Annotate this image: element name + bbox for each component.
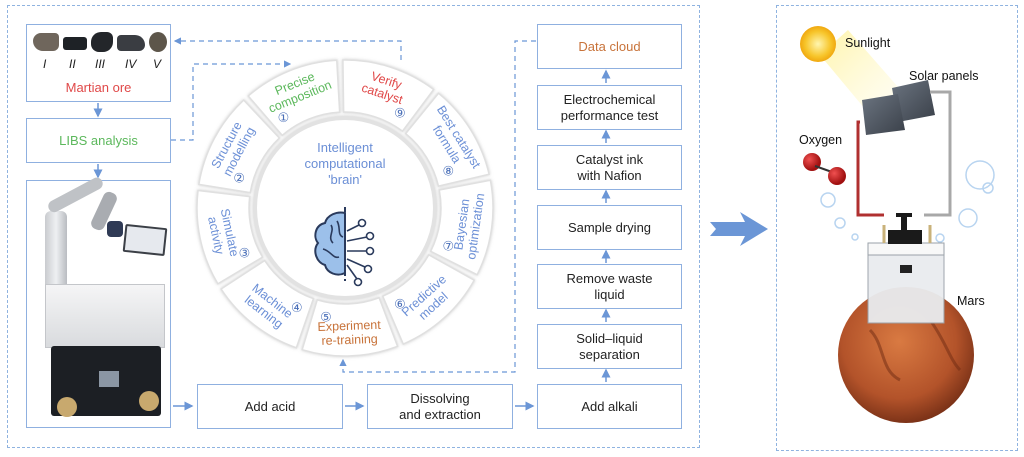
workflow-frame [7, 5, 700, 448]
ring-segment-2 [198, 99, 281, 194]
sunlight-label: Sunlight [845, 36, 891, 50]
wire-gray [924, 90, 952, 217]
dissolving-extraction-label: Dissolving and extraction [399, 390, 481, 422]
sample-label: I [43, 57, 47, 71]
robot-wheel-right [139, 391, 159, 411]
brain-center-label: Intelligent computational 'brain' [304, 140, 386, 187]
solar-panel-back [892, 80, 935, 122]
oxygen-label: Oxygen [799, 133, 843, 147]
solar-panel-front [862, 94, 905, 135]
ring-segment-number: ⑥ [394, 297, 406, 312]
sun-icon [800, 26, 836, 62]
robot-wheel-left [57, 397, 77, 417]
add-alkali-box: Add alkali [537, 384, 682, 429]
dissolving-extraction-box: Dissolving and extraction [367, 384, 513, 429]
ring-segment-number: ④ [291, 301, 303, 316]
dashed-verify-to-ore [173, 37, 402, 60]
ring-segment-number: ② [233, 172, 245, 187]
ore-sample-3 [91, 32, 113, 52]
ring-segment-1 [247, 59, 341, 137]
electrolyzer-cell [867, 242, 945, 324]
ring-segment-5 [301, 296, 399, 357]
ring-segment-number: ⑨ [394, 107, 406, 122]
solar-panels-label: Solar panels [909, 69, 979, 83]
ring-segment-number: ① [278, 111, 290, 126]
sample-label: V [153, 57, 162, 71]
ring-segment-4 [220, 259, 315, 349]
ring-segment-number: ⑦ [443, 240, 455, 255]
ring-segment-8 [404, 92, 490, 187]
ring-segment-number: ⑧ [443, 164, 455, 179]
oxygen-atom-2 [828, 167, 846, 185]
ore-sample-labels: I II III IV V [33, 56, 165, 72]
ring-segment-7 [429, 179, 494, 276]
oxygen-atom-1 [803, 153, 821, 171]
ore-samples [33, 31, 167, 53]
ring-segment-label: Experimentre-training [317, 318, 382, 348]
data-cloud-box: Data cloud [537, 24, 682, 69]
electrochemical-test-box: Electrochemical performance test [537, 85, 682, 130]
sample-label: IV [125, 57, 137, 71]
martian-ore-box: I II III IV V Martian ore [26, 24, 171, 102]
ring-segment-9 [342, 59, 435, 133]
add-acid-box: Add acid [197, 384, 343, 429]
robot-arm-base [45, 211, 67, 286]
sample-label: III [95, 57, 106, 71]
dashed-datacloud-to-retraining [339, 40, 536, 373]
mars-label: Mars [957, 294, 985, 308]
robot-gripper [107, 221, 123, 237]
robot-control-panel [99, 371, 119, 387]
catalyst-ink-box: Catalyst ink with Nafion [537, 145, 682, 190]
solid-liquid-separation-box: Solid–liquid separation [537, 324, 682, 369]
ring-segment-6 [381, 253, 476, 346]
ore-sample-2 [63, 37, 87, 50]
mars-application-frame [776, 5, 1018, 451]
ore-sample-4 [117, 35, 145, 51]
big-arrow [710, 212, 768, 246]
robot-image [27, 175, 169, 426]
dashed-libs-to-ring [153, 60, 292, 141]
wire-red [856, 120, 884, 217]
ore-sample-1 [33, 33, 59, 51]
robot-box [26, 175, 171, 428]
robot-body [45, 284, 165, 348]
ring-segment-3 [196, 189, 264, 285]
sunlight-beam [820, 30, 905, 115]
libs-analysis-box: LIBS analysis [26, 118, 171, 163]
bubbles [820, 160, 995, 243]
ring-segment-number: ⑤ [320, 310, 332, 325]
martian-ore-label: Martian ore [65, 80, 132, 95]
remove-waste-liquid-box: Remove waste liquid [537, 264, 682, 309]
ring-segment-number: ③ [239, 247, 251, 262]
sample-label: II [69, 57, 76, 71]
ore-sample-5 [149, 32, 167, 52]
sample-drying-box: Sample drying [537, 205, 682, 250]
